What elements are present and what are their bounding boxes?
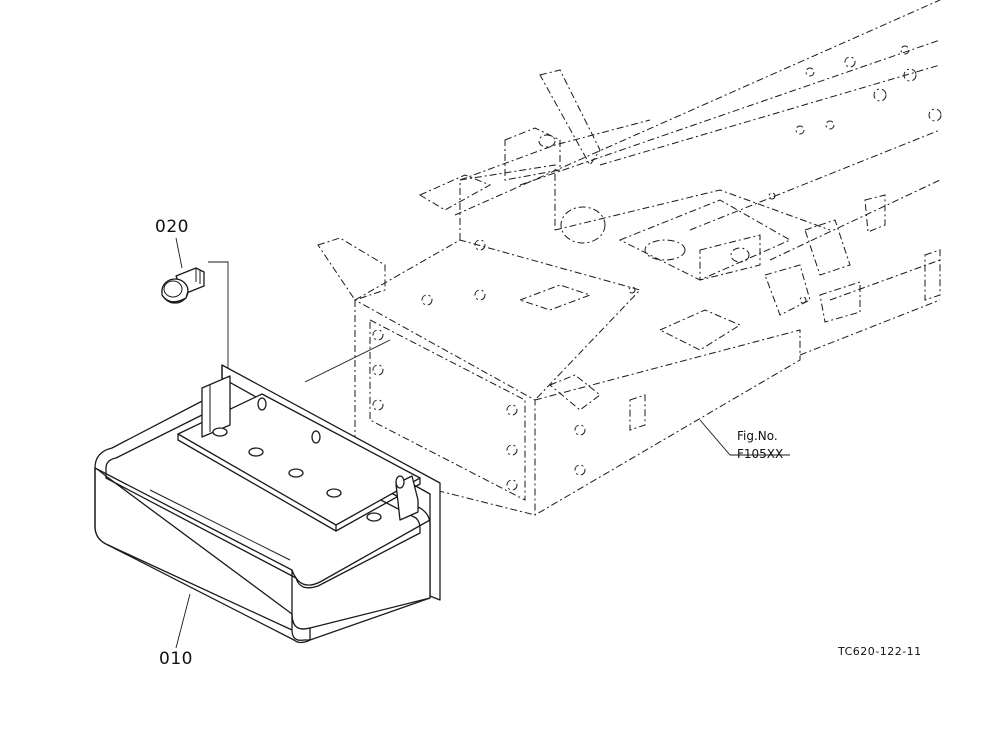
frame-assembly xyxy=(317,0,942,516)
mount-leader xyxy=(304,339,391,383)
part-020-plug xyxy=(161,237,229,372)
drawing-code: TC620-122-11 xyxy=(837,645,922,658)
part-label-020: 020 xyxy=(155,217,189,237)
figure-reference-number: F105XX xyxy=(737,447,783,461)
figure-reference-label: Fig.No. xyxy=(737,429,778,443)
part-label-010: 010 xyxy=(159,649,193,669)
reference-leader xyxy=(699,419,790,456)
part-010-tray-assembly xyxy=(94,364,441,649)
